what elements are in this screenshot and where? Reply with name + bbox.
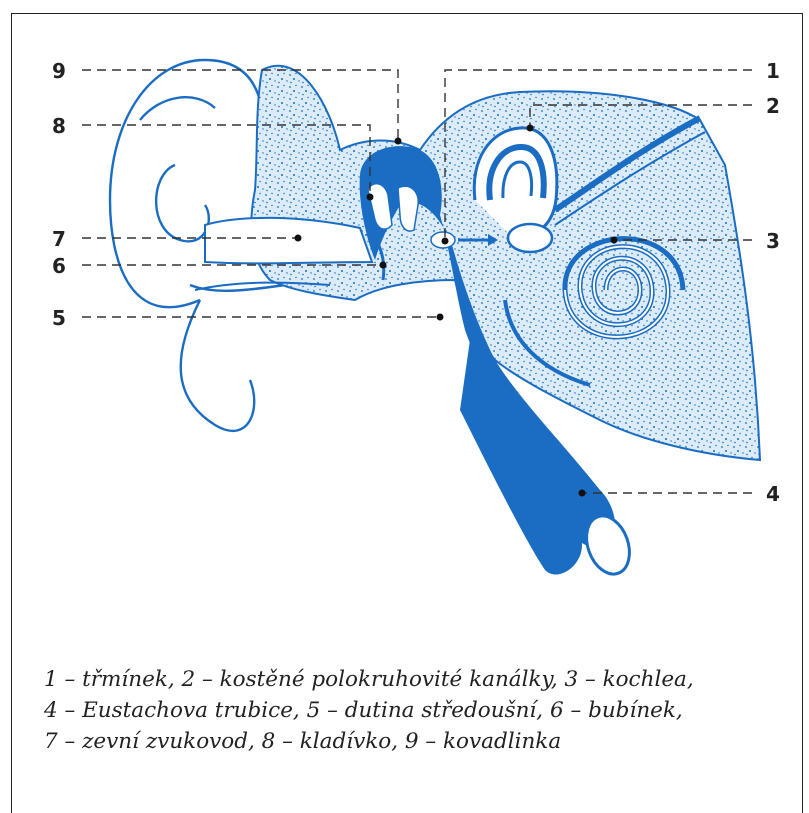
caption-line-1: 1 – třmínek, 2 – kostěné polokruhovité k… (44, 664, 784, 695)
label-3: 3 (766, 229, 780, 253)
caption-line-3: 7 – zevní zvukovod, 8 – kladívko, 9 – ko… (44, 726, 784, 757)
label-6: 6 (52, 254, 66, 278)
figure-caption: 1 – třmínek, 2 – kostěné polokruhovité k… (44, 664, 784, 757)
label-2: 2 (766, 94, 780, 118)
label-1: 1 (766, 59, 780, 83)
caption-line-2: 4 – Eustachova trubice, 5 – dutina střed… (44, 695, 784, 726)
label-7: 7 (52, 227, 66, 251)
label-9: 9 (52, 59, 66, 83)
ear-canal (205, 218, 372, 263)
label-5: 5 (52, 306, 66, 330)
label-4: 4 (766, 482, 780, 506)
label-8: 8 (52, 114, 66, 138)
ear-anatomy-diagram: 9 8 7 6 5 1 2 3 4 (0, 0, 809, 650)
